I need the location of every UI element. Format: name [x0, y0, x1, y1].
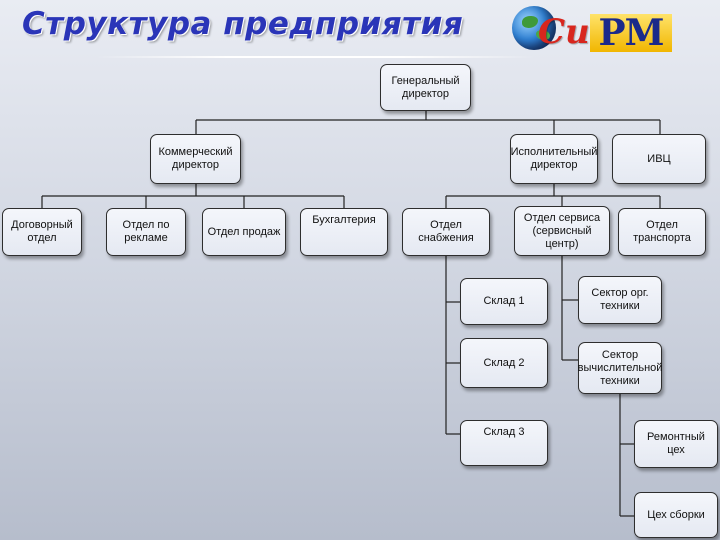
org-node-service-dept: Отдел сервиса (сервисный центр)	[514, 206, 610, 256]
page-title: Структура предприятия	[22, 6, 464, 42]
org-node-warehouse-3: Склад 3	[460, 420, 548, 466]
org-node-ivc: ИВЦ	[612, 134, 706, 184]
org-node-assembly-shop: Цех сборки	[634, 492, 718, 538]
org-node-warehouse-1: Склад 1	[460, 278, 548, 325]
org-node-transport-dept: Отдел транспорта	[618, 208, 706, 256]
globe-icon	[512, 6, 556, 50]
org-node-repair-shop: Ремонтный цех	[634, 420, 718, 468]
org-node-general-director: Генеральный директор	[380, 64, 471, 111]
org-node-sales-dept: Отдел продаж	[202, 208, 286, 256]
org-node-computing-equipment-sector: Сектор вычислительной техники	[578, 342, 662, 394]
org-node-office-equipment-sector: Сектор орг. техники	[578, 276, 662, 324]
title-underline	[95, 56, 535, 58]
org-node-supply-dept: Отдел снабжения	[402, 208, 490, 256]
org-node-contract-dept: Договорный отдел	[2, 208, 82, 256]
logo-mark-text: PM	[590, 14, 672, 52]
org-node-executive-director: Исполнительный директор	[510, 134, 598, 184]
org-node-commercial-director: Коммерческий директор	[150, 134, 241, 184]
org-node-ad-dept: Отдел по рекламе	[106, 208, 186, 256]
org-node-accounting: Бухгалтерия	[300, 208, 388, 256]
org-node-warehouse-2: Склад 2	[460, 338, 548, 388]
company-logo: Cur PM	[510, 4, 675, 58]
